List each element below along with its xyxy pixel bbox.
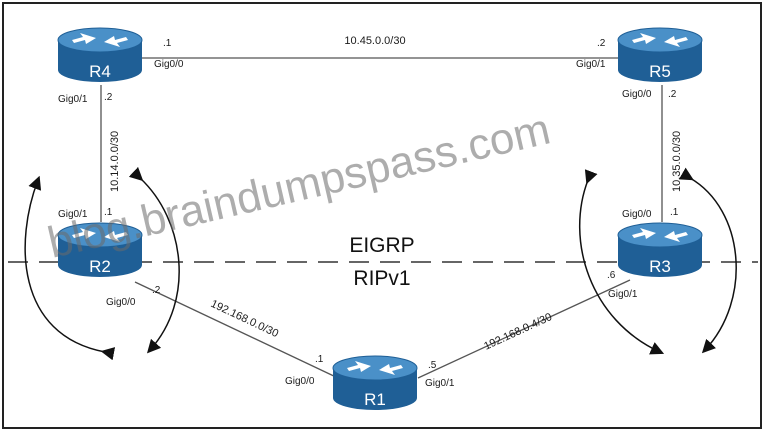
r3-gig00-interface: Gig0/0 [622,209,652,220]
r4-gig01-interface: Gig0/1 [58,94,88,105]
r4-r2-network: 10.14.0.0/30 [109,131,121,192]
r3-gig00-host: .1 [670,207,679,218]
redistribution-arrow-left-inner [128,166,180,354]
r5-gig00-host: .2 [668,89,677,100]
ripv1-domain-label: RIPv1 [353,267,410,290]
eigrp-domain-label: EIGRP [349,234,414,257]
router-r3[interactable]: R3 [617,222,703,277]
r2-gig01-interface: Gig0/1 [58,209,88,220]
r2-gig01-host: .1 [104,207,113,218]
r5-r3-network: 10.35.0.0/30 [671,131,683,192]
redistribution-arrow-right-inner [578,169,665,355]
router-arrows-icon [632,228,688,242]
r4-gig00-host: .1 [163,38,172,49]
router-r2-label: R2 [89,257,111,276]
router-arrows-icon [72,33,128,47]
redistribution-arrow-right-outer [678,167,737,354]
r2-gig00-interface: Gig0/0 [106,297,136,308]
router-r5-label: R5 [649,62,671,81]
router-r1-label: R1 [364,390,386,409]
r5-gig00-interface: Gig0/0 [622,89,652,100]
router-r5[interactable]: R5 [617,27,703,82]
r1-gig00-host: .1 [315,354,324,365]
router-r1[interactable]: R1 [332,355,418,410]
r5-gig01-host: .2 [597,38,606,49]
link-r2-r1 [134,281,339,379]
r2-gig00-host: .2 [152,285,161,296]
r3-gig01-interface: Gig0/1 [608,289,638,300]
r4-r5-network: 10.45.0.0/30 [344,35,405,47]
router-r4[interactable]: R4 [57,27,143,82]
router-arrows-icon [72,228,128,242]
r3-gig01-host: .6 [607,270,616,281]
router-arrows-icon [347,361,403,375]
r5-gig01-interface: Gig0/1 [576,59,606,70]
r4-gig01-host: .2 [104,92,113,103]
r1-gig01-interface: Gig0/1 [425,378,455,389]
router-r4-label: R4 [89,62,111,81]
r4-gig00-interface: Gig0/0 [154,59,184,70]
router-r2[interactable]: R2 [57,222,143,277]
r1-gig00-interface: Gig0/0 [285,376,315,387]
router-arrows-icon [632,33,688,47]
r1-gig01-host: .5 [428,360,437,371]
r3-r1-network: 192.168.0.4/30 [482,311,554,353]
redistribution-arrow-left-outer [24,175,116,361]
router-r3-label: R3 [649,257,671,276]
